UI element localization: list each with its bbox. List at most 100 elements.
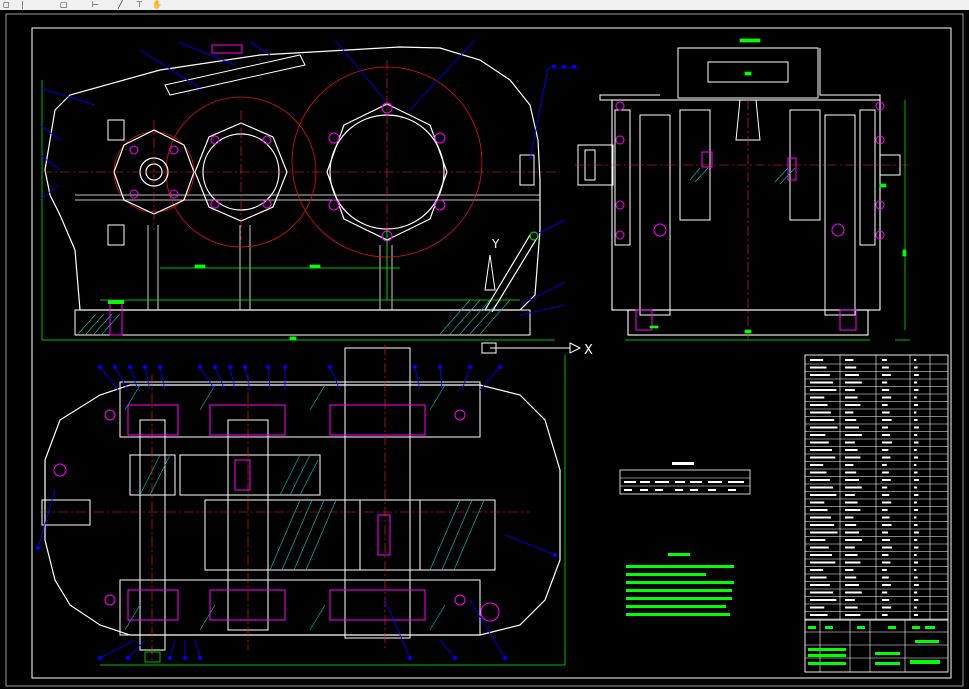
top-view <box>36 345 566 666</box>
drawing-canvas[interactable]: Y <box>0 10 969 689</box>
inspection-cover <box>164 54 306 96</box>
parts-cell-text <box>845 366 857 369</box>
parts-cell-text <box>914 419 918 421</box>
parts-cell-text <box>882 569 887 571</box>
parts-cell-text <box>845 456 861 459</box>
parts-cell-text <box>882 576 889 579</box>
parts-cell-text <box>914 494 919 496</box>
parts-cell-text <box>882 606 892 609</box>
parts-cell-text <box>882 389 890 391</box>
parts-cell-text <box>882 561 891 564</box>
parts-cell-text <box>845 389 855 391</box>
parts-cell-text <box>845 516 854 519</box>
side-dimensions <box>625 38 910 341</box>
parts-cell-text <box>810 449 832 451</box>
parts-cell-text <box>810 359 824 361</box>
parts-cell-text <box>914 591 918 594</box>
parts-cell-text <box>882 501 892 504</box>
parts-cell-text <box>810 411 831 414</box>
toolbar-button-3[interactable]: ⊢ <box>92 0 99 9</box>
parts-cell-text <box>882 524 892 526</box>
parts-cell-text <box>810 456 836 459</box>
parts-cell-text <box>845 591 862 594</box>
gear-hatch <box>124 384 485 631</box>
parts-cell-text <box>914 569 917 571</box>
parts-cell-text <box>810 591 834 594</box>
cursor-icon[interactable]: ╱ <box>118 0 123 9</box>
toolbar-button-1[interactable]: ◻ <box>3 0 10 9</box>
parts-cell-text <box>810 531 838 534</box>
tech-characteristics-table <box>619 462 751 495</box>
front-view: Y <box>39 39 580 341</box>
parts-list <box>804 354 949 621</box>
parts-cell-text <box>882 404 888 406</box>
parts-cell-text <box>810 464 824 466</box>
parts-cell-text <box>845 524 857 526</box>
parts-cell-text <box>810 486 834 489</box>
parts-cell-text <box>845 464 854 466</box>
parts-cell-text <box>810 471 827 474</box>
parts-cell-text <box>810 584 830 586</box>
parts-cell-text <box>845 561 861 564</box>
parts-cell-text <box>914 411 917 414</box>
parts-cell-text <box>882 479 891 481</box>
top-leaders <box>37 366 556 659</box>
top-balloons <box>36 365 557 660</box>
parts-cell-text <box>810 561 836 564</box>
top-dimensions <box>100 355 566 666</box>
parts-cell-text <box>845 441 855 444</box>
side-bolts <box>615 101 885 331</box>
parts-cell-text <box>914 509 918 511</box>
parts-cell-text <box>914 516 917 519</box>
parts-cell-text <box>845 554 858 556</box>
ucs-icon: X <box>481 342 593 358</box>
parts-cell-text <box>845 531 859 534</box>
parts-cell-text <box>882 599 890 601</box>
title-block <box>804 619 949 673</box>
parts-cell-text <box>810 509 828 511</box>
parts-cell-text <box>845 614 861 616</box>
base-flange <box>74 309 531 336</box>
parts-cell-text <box>845 501 858 504</box>
technical-requirements <box>626 553 734 616</box>
parts-cell-text <box>810 426 838 429</box>
parts-cell-text <box>845 426 859 429</box>
toolbar-button-5[interactable]: ⊤ <box>136 0 143 9</box>
parts-cell-text <box>845 381 862 384</box>
parts-cell-text <box>882 486 888 489</box>
parts-cell-text <box>882 419 892 421</box>
parts-cell-text <box>845 494 855 496</box>
parts-cell-text <box>914 524 918 526</box>
parts-cell-text <box>845 584 859 586</box>
parts-cell-text <box>882 359 887 361</box>
cover-bolts <box>129 102 446 242</box>
parts-cell-text <box>914 479 919 481</box>
parts-cell-text <box>914 441 919 444</box>
parts-cell-text <box>810 569 824 571</box>
parts-cell-text <box>810 366 827 369</box>
pan-icon[interactable]: ✋ <box>152 0 162 9</box>
parts-cell-text <box>845 539 862 541</box>
parts-cell-text <box>845 486 862 489</box>
front-dimensions <box>41 80 555 341</box>
parts-cell-text <box>882 539 890 541</box>
parts-cell-text <box>845 546 855 549</box>
parts-cell-text <box>914 471 918 474</box>
parts-cell-text <box>810 374 830 376</box>
parts-cell-text <box>882 614 888 616</box>
parts-cell-text <box>845 411 854 414</box>
base-hatch <box>77 299 511 335</box>
parts-cell-text <box>845 606 858 609</box>
parts-cell-text <box>810 441 829 444</box>
parts-cell-text <box>914 576 918 579</box>
parts-cell-text <box>845 471 857 474</box>
parts-cell-text <box>810 524 835 526</box>
parts-cell-text <box>845 449 858 451</box>
parts-cell-text <box>914 584 919 586</box>
parts-cell-text <box>810 554 832 556</box>
parts-cell-text <box>914 426 919 429</box>
parts-cell-text <box>845 419 857 421</box>
toolbar-button-2[interactable]: ▢ <box>60 0 68 9</box>
ucs-x-label: X <box>584 343 593 358</box>
parts-cell-text <box>810 614 828 616</box>
